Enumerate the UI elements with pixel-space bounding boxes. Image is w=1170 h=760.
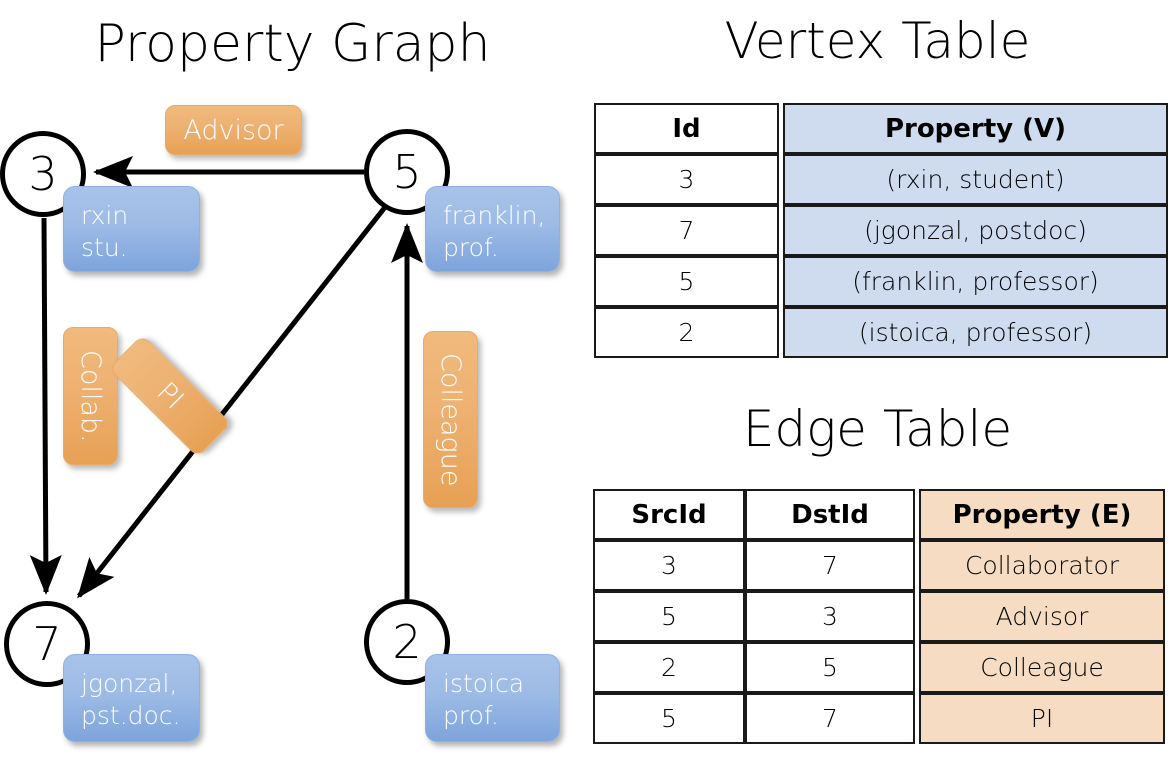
edge-header-srcid: SrcId bbox=[593, 489, 745, 540]
node-property-line: jgonzal, bbox=[81, 669, 178, 698]
edge-cell-srcid: 5 bbox=[593, 693, 745, 744]
edge-cell-property: PI bbox=[919, 693, 1165, 744]
node-property-box-3: rxin stu. bbox=[63, 186, 200, 272]
vertex-cell-id: 7 bbox=[594, 205, 779, 256]
graph-node-2[interactable]: 2 bbox=[364, 599, 450, 685]
table-row: 7 (jgonzal, postdoc) bbox=[594, 205, 1168, 256]
edge-label-advisor: Advisor bbox=[165, 105, 302, 155]
node-property-box-5: franklin, prof. bbox=[425, 186, 560, 272]
table-row: 3 7 Collaborator bbox=[593, 540, 1165, 591]
edge-label-text: Colleague bbox=[435, 352, 466, 487]
page-title-property-graph: Property Graph bbox=[94, 14, 491, 74]
edge-label-text: PI bbox=[150, 376, 190, 416]
table-header-row: SrcId DstId Property (E) bbox=[593, 489, 1165, 540]
table-row: 5 3 Advisor bbox=[593, 591, 1165, 642]
edge-3-to-7 bbox=[29, 217, 62, 595]
graph-edges-svg bbox=[29, 156, 423, 599]
edge-label-colleague: Colleague bbox=[423, 331, 478, 508]
node-property-line: stu. bbox=[81, 233, 128, 262]
table-row: 5 (franklin, professor) bbox=[594, 256, 1168, 307]
edge-label-text: Collab. bbox=[75, 349, 106, 443]
edge-cell-property: Advisor bbox=[919, 591, 1165, 642]
page-title-edge-table: Edge Table bbox=[742, 400, 1013, 458]
vertex-cell-property: (franklin, professor) bbox=[783, 256, 1168, 307]
vertex-header-id: Id bbox=[594, 103, 779, 154]
edge-label-collab: Collab. bbox=[63, 327, 118, 465]
page-title-vertex-table: Vertex Table bbox=[724, 12, 1031, 70]
table-row: 5 7 PI bbox=[593, 693, 1165, 744]
node-property-line: rxin bbox=[81, 201, 129, 230]
vertex-cell-property: (rxin, student) bbox=[783, 154, 1168, 205]
vertex-cell-property: (istoica, professor) bbox=[783, 307, 1168, 358]
node-property-line: prof. bbox=[443, 233, 499, 262]
node-property-line: prof. bbox=[443, 701, 499, 730]
edge-cell-srcid: 2 bbox=[593, 642, 745, 693]
vertex-cell-id: 2 bbox=[594, 307, 779, 358]
table-row: 2 (istoica, professor) bbox=[594, 307, 1168, 358]
edge-label-text: Advisor bbox=[183, 114, 284, 146]
node-property-line: istoica bbox=[443, 669, 525, 698]
table-row: 2 5 Colleague bbox=[593, 642, 1165, 693]
edge-cell-property: Colleague bbox=[919, 642, 1165, 693]
edge-cell-property: Collaborator bbox=[919, 540, 1165, 591]
edge-header-property: Property (E) bbox=[919, 489, 1165, 540]
node-property-box-7: jgonzal, pst.doc. bbox=[63, 654, 200, 742]
vertex-header-property: Property (V) bbox=[783, 103, 1168, 154]
edge-cell-dstid: 3 bbox=[745, 591, 915, 642]
edge-table: SrcId DstId Property (E) 3 7 Collaborato… bbox=[593, 489, 1165, 744]
vertex-table: Id Property (V) 3 (rxin, student) 7 (jgo… bbox=[594, 103, 1168, 358]
node-property-line: pst.doc. bbox=[81, 701, 181, 730]
vertex-cell-id: 5 bbox=[594, 256, 779, 307]
edge-cell-dstid: 7 bbox=[745, 693, 915, 744]
table-row: 3 (rxin, student) bbox=[594, 154, 1168, 205]
edge-cell-srcid: 5 bbox=[593, 591, 745, 642]
edge-cell-dstid: 7 bbox=[745, 540, 915, 591]
table-header-row: Id Property (V) bbox=[594, 103, 1168, 154]
node-property-line: franklin, bbox=[443, 201, 546, 230]
property-graph-diagram: 3 5 7 2 rxin stu. franklin, prof. jgonza… bbox=[0, 105, 560, 742]
edge-5-to-7 bbox=[77, 204, 388, 599]
edge-cell-srcid: 3 bbox=[593, 540, 745, 591]
node-property-box-2: istoica prof. bbox=[425, 654, 560, 742]
edge-header-dstid: DstId bbox=[745, 489, 915, 540]
vertex-cell-property: (jgonzal, postdoc) bbox=[783, 205, 1168, 256]
edge-cell-dstid: 5 bbox=[745, 642, 915, 693]
vertex-cell-id: 3 bbox=[594, 154, 779, 205]
graph-node-5[interactable]: 5 bbox=[364, 129, 450, 215]
